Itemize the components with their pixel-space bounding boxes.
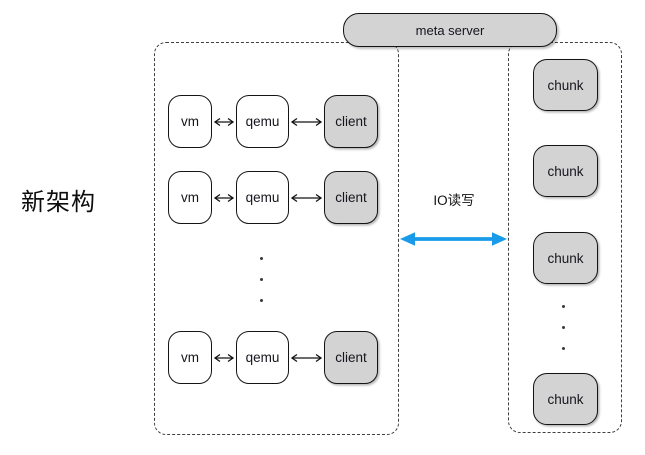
qemu-node: qemu <box>236 331 289 384</box>
ellipsis-dot <box>260 278 263 281</box>
vm-node: vm <box>168 95 212 148</box>
side-title: 新架构 <box>21 189 96 216</box>
io-double-arrow-icon <box>400 232 507 246</box>
vertical-ellipsis-icon <box>562 305 565 350</box>
ellipsis-dot <box>562 326 565 329</box>
double-arrow-icon <box>290 117 323 126</box>
double-arrow-icon <box>290 193 323 202</box>
qemu-node: qemu <box>236 171 289 224</box>
ellipsis-dot <box>562 347 565 350</box>
vertical-ellipsis-icon <box>260 257 263 302</box>
double-arrow-icon <box>290 353 323 362</box>
double-arrow-icon <box>213 193 235 202</box>
ellipsis-dot <box>260 299 263 302</box>
client-node: client <box>324 95 378 148</box>
chunk-node: chunk <box>533 145 598 197</box>
ellipsis-dot <box>260 257 263 260</box>
vm-cluster-group: vm qemu client vm qemu <box>154 42 399 435</box>
vm-qemu-client-row: vm qemu client <box>168 171 378 224</box>
chunk-node: chunk <box>533 232 598 284</box>
ellipsis-dot <box>562 305 565 308</box>
client-node: client <box>324 331 378 384</box>
chunk-cluster-group: chunk chunk chunk chunk <box>508 42 622 433</box>
meta-server-node: meta server <box>343 13 557 47</box>
vm-qemu-client-row: vm qemu client <box>168 331 378 384</box>
double-arrow-icon <box>213 353 235 362</box>
vm-qemu-client-row: vm qemu client <box>168 95 378 148</box>
client-node: client <box>324 171 378 224</box>
io-link-label: IO读写 <box>433 193 475 208</box>
double-arrow-icon <box>213 117 235 126</box>
chunk-node: chunk <box>533 373 598 425</box>
vm-node: vm <box>168 171 212 224</box>
qemu-node: qemu <box>236 95 289 148</box>
chunk-node: chunk <box>533 59 598 111</box>
vm-node: vm <box>168 331 212 384</box>
